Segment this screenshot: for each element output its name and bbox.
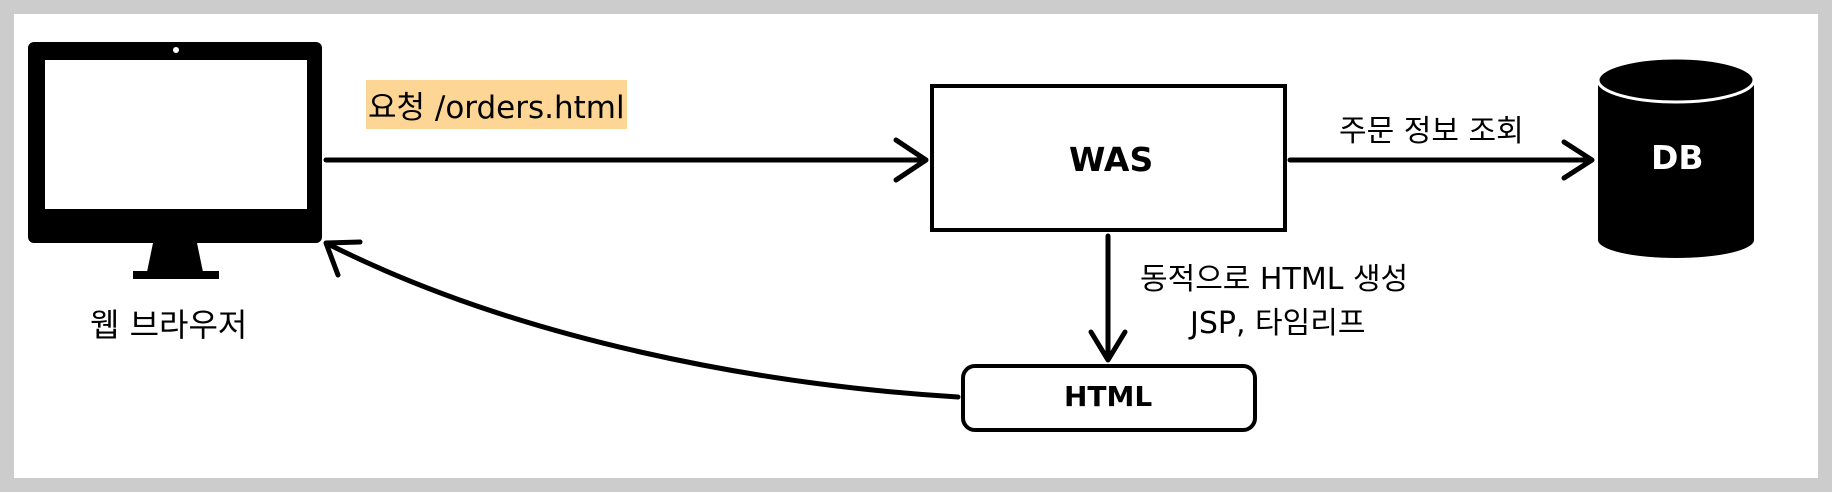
request-label: 요청 /orders.html [366, 80, 627, 129]
html-label: HTML [1064, 380, 1153, 413]
html-box [961, 364, 1257, 432]
monitor-neck [147, 243, 203, 272]
request-label-text: 요청 /orders.html [368, 90, 625, 126]
generate-label-line1: 동적으로 HTML 생성 [1140, 262, 1409, 297]
monitor-screen [45, 60, 307, 209]
db-cylinder-body [1598, 80, 1754, 258]
database-icon [1596, 56, 1756, 258]
monitor-stand [133, 271, 219, 279]
query-label: 주문 정보 조회 [1339, 114, 1524, 149]
db-cylinder-top [1596, 56, 1756, 104]
was-box [930, 84, 1287, 232]
monitor-icon [28, 42, 322, 279]
response-arrowhead [323, 239, 363, 278]
db-label: DB [1651, 138, 1704, 177]
diagram-canvas: 요청 /orders.html WAS DB 주문 정보 조회 동적으로 HTM… [14, 14, 1818, 478]
generate-label-line2: JSP, 타임리프 [1190, 306, 1366, 341]
query-arrowhead [1561, 139, 1595, 181]
request-arrowhead [893, 137, 929, 183]
was-label: WAS [1069, 140, 1154, 179]
generate-arrowhead [1088, 329, 1128, 363]
browser-label: 웹 브라우저 [90, 306, 248, 344]
monitor-camera [173, 47, 179, 53]
response-arrow [327, 242, 961, 400]
